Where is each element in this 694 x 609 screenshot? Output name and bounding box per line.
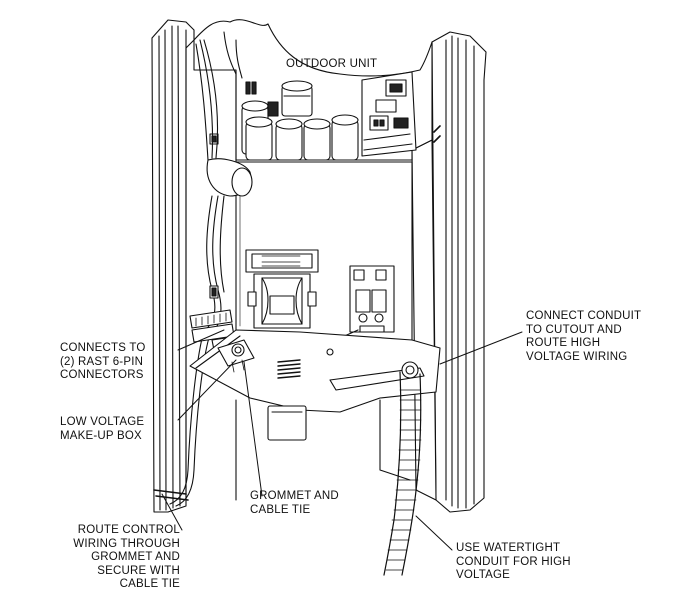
connect-conduit-label: CONNECT CONDUIT TO CUTOUT AND ROUTE HIGH… (526, 310, 641, 364)
route-control-line-2: WIRING THROUGH (73, 537, 180, 550)
grommet-line-1: GROMMET AND (250, 490, 339, 502)
low-voltage-line-1: LOW VOLTAGE (60, 416, 145, 428)
connect-conduit-line-2: TO CUTOUT AND (526, 323, 622, 336)
transformer (245, 249, 319, 329)
connects-to-line-2: (2) RAST 6-PIN (60, 355, 144, 368)
connects-to-line-1: CONNECTS TO (60, 342, 146, 354)
outdoor-unit-label: OUTDOOR UNIT (286, 58, 377, 72)
capacitor-bank (241, 80, 359, 161)
grommet-line-2: CABLE TIE (250, 503, 311, 516)
connects-to-label: CONNECTS TO (2) RAST 6-PIN CONNECTORS (60, 342, 145, 383)
watertight-label: USE WATERTIGHT CONDUIT FOR HIGH VOLTAGE (456, 542, 571, 583)
bottom-plate (189, 329, 441, 413)
connect-conduit-line-4: VOLTAGE WIRING (526, 350, 628, 363)
connect-conduit-line-1: CONNECT CONDUIT (526, 310, 642, 322)
wire-bundle (169, 31, 253, 507)
route-control-line-5: CABLE TIE (119, 578, 180, 590)
leader-lines (161, 329, 523, 551)
low-voltage-label: LOW VOLTAGE MAKE-UP BOX (60, 416, 144, 443)
watertight-line-2: CONDUIT FOR HIGH (456, 555, 571, 568)
route-control-line-4: SECURE WITH (97, 564, 180, 577)
route-control-label: ROUTE CONTROL WIRING THROUGH GROMMET AND… (56, 524, 180, 592)
grommet-label: GROMMET AND CABLE TIE (250, 490, 339, 517)
cable-tie (153, 489, 189, 501)
under-components (235, 399, 411, 501)
connects-to-line-3: CONNECTORS (60, 369, 144, 381)
low-voltage-line-2: MAKE-UP BOX (60, 429, 142, 442)
left-side-panel (151, 19, 195, 513)
make-up-box (217, 339, 255, 373)
watertight-line-3: VOLTAGE (456, 569, 511, 581)
outdoor-unit-text: OUTDOOR UNIT (286, 58, 378, 70)
connect-conduit-line-3: ROUTE HIGH (526, 337, 601, 349)
control-board (361, 71, 417, 157)
route-control-line-3: GROMMET AND (91, 551, 180, 563)
contactor (339, 265, 395, 339)
route-control-line-1: ROUTE CONTROL (77, 524, 180, 536)
flex-conduit (383, 371, 422, 576)
watertight-line-1: USE WATERTIGHT (456, 542, 561, 554)
